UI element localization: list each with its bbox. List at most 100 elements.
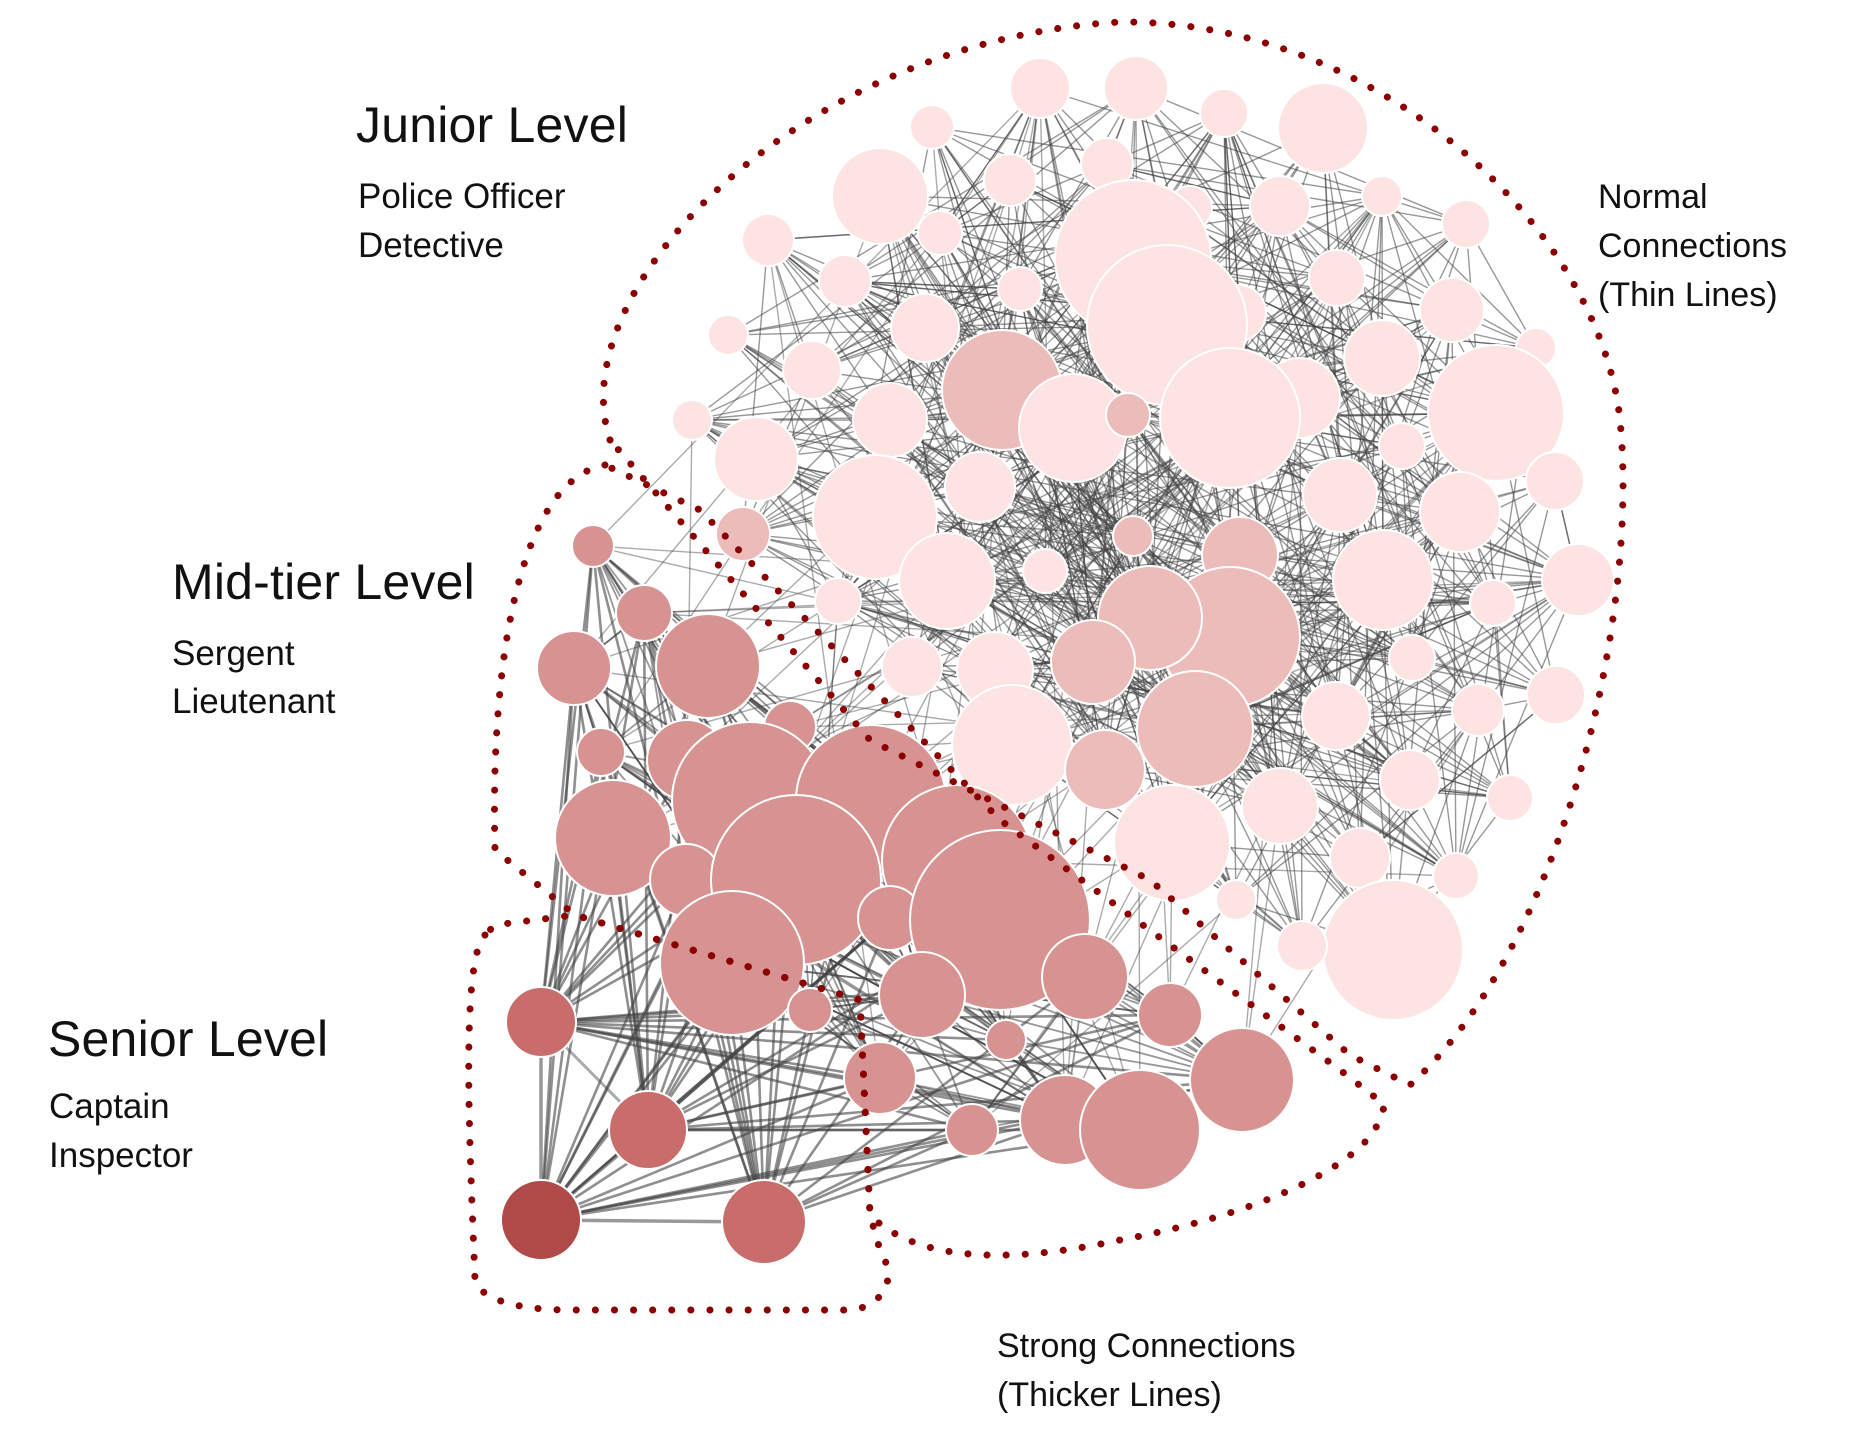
senior-node	[505, 986, 577, 1058]
junior-node	[1113, 784, 1231, 902]
thin-connection	[573, 347, 1537, 669]
junior-node	[1427, 344, 1565, 482]
junior-node	[890, 293, 960, 363]
mid-tier-node	[985, 1019, 1027, 1061]
thin-connection	[1235, 709, 1479, 901]
junior-node	[1276, 920, 1328, 972]
strong-connection	[762, 917, 892, 1223]
junior-node	[1064, 729, 1146, 811]
junior-node	[831, 147, 929, 245]
junior-node	[671, 399, 713, 441]
thin-connection	[1322, 127, 1341, 496]
thin-connection	[1409, 602, 1494, 781]
normal-connections-label-2: Connections	[1598, 227, 1788, 265]
junior-node	[898, 532, 996, 630]
junior-role-detective: Detective	[358, 226, 504, 265]
junior-node	[1308, 249, 1366, 307]
mid-tier-node	[615, 584, 673, 642]
junior-node	[997, 266, 1043, 312]
junior-node	[707, 314, 749, 356]
thin-connection	[749, 195, 1383, 801]
senior-boundary	[465, 911, 892, 1314]
strong-connections-label: Strong Connections	[997, 1327, 1296, 1365]
thin-connection	[1301, 657, 1413, 947]
thin-connection	[1241, 397, 1301, 1081]
junior-node	[814, 577, 862, 625]
senior-node	[500, 1179, 582, 1261]
thin-connection	[1279, 205, 1537, 349]
group-boundaries	[465, 18, 1627, 1314]
senior-node	[721, 1179, 807, 1265]
mid-tier-node	[554, 779, 672, 897]
strong-connection	[647, 993, 923, 1132]
senior-role-captain: Captain	[49, 1087, 170, 1126]
normal-connections-label: Normal	[1598, 178, 1708, 216]
strong-connection	[539, 879, 688, 1221]
junior-node	[1277, 82, 1369, 174]
thin-connection	[837, 600, 1094, 663]
thin-connection	[1335, 195, 1383, 717]
thin-connection	[755, 288, 1021, 460]
thin-connection	[592, 87, 1041, 547]
mid-tier-node	[787, 987, 833, 1033]
thin-connection	[1239, 554, 1479, 711]
junior-node	[1432, 852, 1480, 900]
thin-connection	[1132, 535, 1479, 711]
junior-node	[1525, 451, 1585, 511]
junior-node	[1050, 619, 1136, 705]
thin-connection	[600, 480, 1556, 753]
thin-connection	[979, 486, 1413, 659]
thin-connection	[1335, 579, 1579, 717]
junior-node	[782, 340, 842, 400]
mid-connection	[921, 994, 1243, 1081]
junior-node	[1379, 749, 1441, 811]
junior-node	[1112, 515, 1154, 557]
strong-connection	[763, 975, 1086, 1224]
mid-tier-node	[536, 630, 612, 706]
junior-node	[818, 254, 872, 308]
junior-node	[1136, 670, 1254, 788]
thin-connection	[1235, 579, 1579, 901]
mid-tier-level-title: Mid-tier Level	[172, 554, 475, 610]
junior-node	[1302, 457, 1378, 533]
mid-tier-boundary	[491, 461, 1390, 1259]
junior-node	[713, 416, 799, 502]
mid-tier-node	[1041, 933, 1129, 1021]
junior-node	[1009, 57, 1071, 119]
mid-tier-node	[878, 951, 966, 1039]
mid-tier-node	[1137, 982, 1203, 1048]
senior-level-title: Senior Level	[48, 1011, 329, 1067]
thin-connection	[691, 419, 1579, 581]
junior-node	[741, 213, 795, 267]
junior-node	[1388, 634, 1436, 682]
junior-node	[1159, 347, 1301, 489]
thin-connection	[727, 334, 1361, 859]
junior-node	[1241, 767, 1319, 845]
junior-node	[1469, 579, 1517, 627]
junior-node	[917, 210, 963, 256]
thin-connection	[844, 280, 981, 488]
mid-tier-node	[576, 727, 626, 777]
thin-connection	[1359, 694, 1557, 859]
network-nodes	[500, 55, 1615, 1265]
thin-connection	[1455, 579, 1579, 877]
thin-connection	[999, 195, 1383, 921]
senior-role-inspector: Inspector	[49, 1136, 193, 1175]
junior-node	[1332, 529, 1434, 631]
thin-connection	[924, 163, 1108, 329]
thin-connection	[811, 112, 1225, 371]
strong-connection	[763, 1118, 1066, 1224]
junior-role-police-officer: Police Officer	[358, 177, 566, 216]
junior-node	[1441, 199, 1491, 249]
junior-node	[909, 104, 955, 150]
junior-node	[1322, 879, 1464, 1021]
thin-connection	[1381, 195, 1537, 349]
junior-node	[1301, 681, 1371, 751]
junior-node	[1105, 392, 1151, 438]
senior-node	[608, 1090, 688, 1170]
mid-tier-node	[843, 1041, 917, 1115]
mid-tier-node	[655, 613, 761, 719]
junior-node	[951, 684, 1073, 806]
thin-connection	[1279, 205, 1453, 311]
